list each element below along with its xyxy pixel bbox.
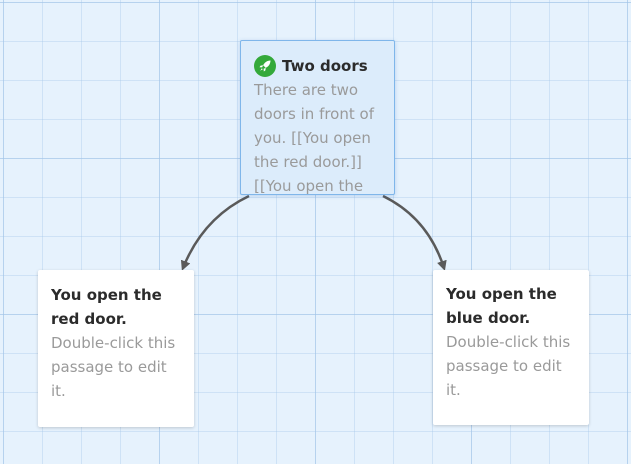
passage-excerpt: Double-click this passage to edit it. bbox=[51, 334, 176, 400]
passage-title-text: Two doors bbox=[282, 57, 368, 75]
passage-excerpt: Double-click this passage to edit it. bbox=[446, 333, 571, 399]
passage-title: Two doors bbox=[254, 54, 383, 78]
passage-two-doors[interactable]: Two doors There are two doors in front o… bbox=[240, 40, 395, 195]
passage-excerpt: There are two doors in front of you. [[Y… bbox=[254, 81, 374, 195]
passage-red-door[interactable]: You open the red door. Double-click this… bbox=[38, 270, 194, 427]
link-arrow-blue-door bbox=[382, 194, 447, 271]
passage-title: You open the blue door. bbox=[446, 285, 557, 327]
rocket-icon bbox=[254, 55, 276, 77]
passage-title: You open the red door. bbox=[51, 286, 162, 328]
link-arrow-red-door bbox=[180, 194, 250, 271]
passage-blue-door[interactable]: You open the blue door. Double-click thi… bbox=[433, 270, 589, 425]
